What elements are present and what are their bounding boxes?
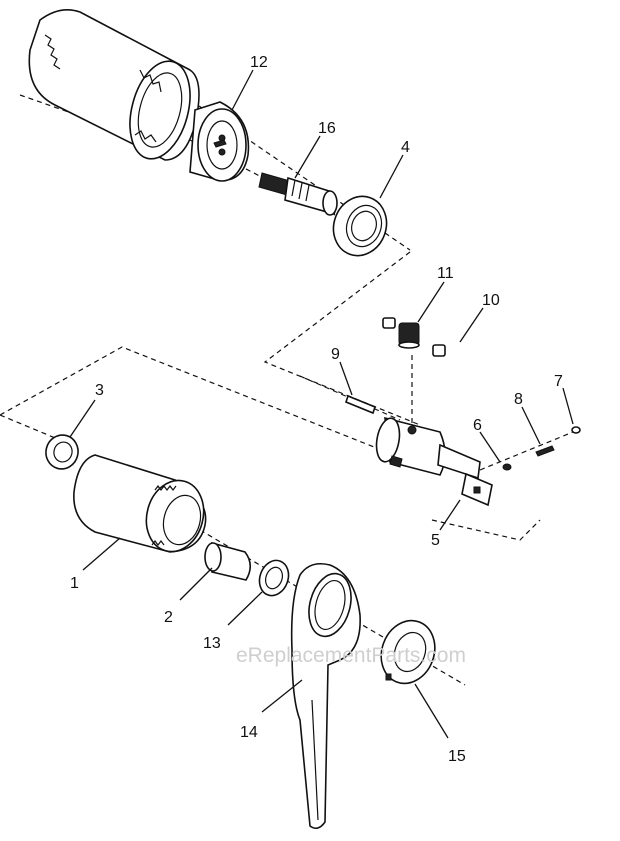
label-part-13: 13 [203,635,221,652]
label-part-7: 7 [554,373,563,390]
label-part-11: 11 [437,265,454,282]
part-2-bushing [204,541,252,581]
part-3-washer [45,434,79,470]
part-7-screw [571,426,581,434]
part-1-housing [73,454,207,553]
label-part-3: 3 [95,382,104,399]
label-part-14: 14 [240,724,258,741]
label-part-15: 15 [448,748,466,765]
label-part-1: 1 [70,575,79,592]
part-9-pin [345,394,376,415]
part-bushings [382,317,446,357]
watermark-text: eReplacementParts.com [236,644,466,667]
leader-lines [69,69,574,739]
part-6-detent-ball [502,463,512,471]
part-8-spring [535,445,555,457]
label-part-5: 5 [431,532,440,549]
part-11-roller [398,322,420,349]
label-part-12: 12 [250,54,268,71]
label-part-6: 6 [473,417,482,434]
label-part-4: 4 [401,139,410,156]
label-part-16: 16 [318,120,336,137]
part-13-bearing [258,559,290,597]
label-part-9: 9 [331,346,340,363]
part-14-handle [290,562,361,830]
part-labels: 12 16 4 11 10 9 7 8 6 5 3 1 2 13 14 15 [70,54,563,765]
label-part-8: 8 [514,391,523,408]
part-5-ratchet-body [375,416,493,507]
label-part-10: 10 [482,292,500,309]
part-16-spline-shaft [258,172,338,216]
part-12-clutch [189,101,250,182]
part-4-bearing [332,195,388,257]
label-part-2: 2 [164,609,173,626]
socket-housing [28,9,200,161]
part-15-ring [380,619,436,685]
